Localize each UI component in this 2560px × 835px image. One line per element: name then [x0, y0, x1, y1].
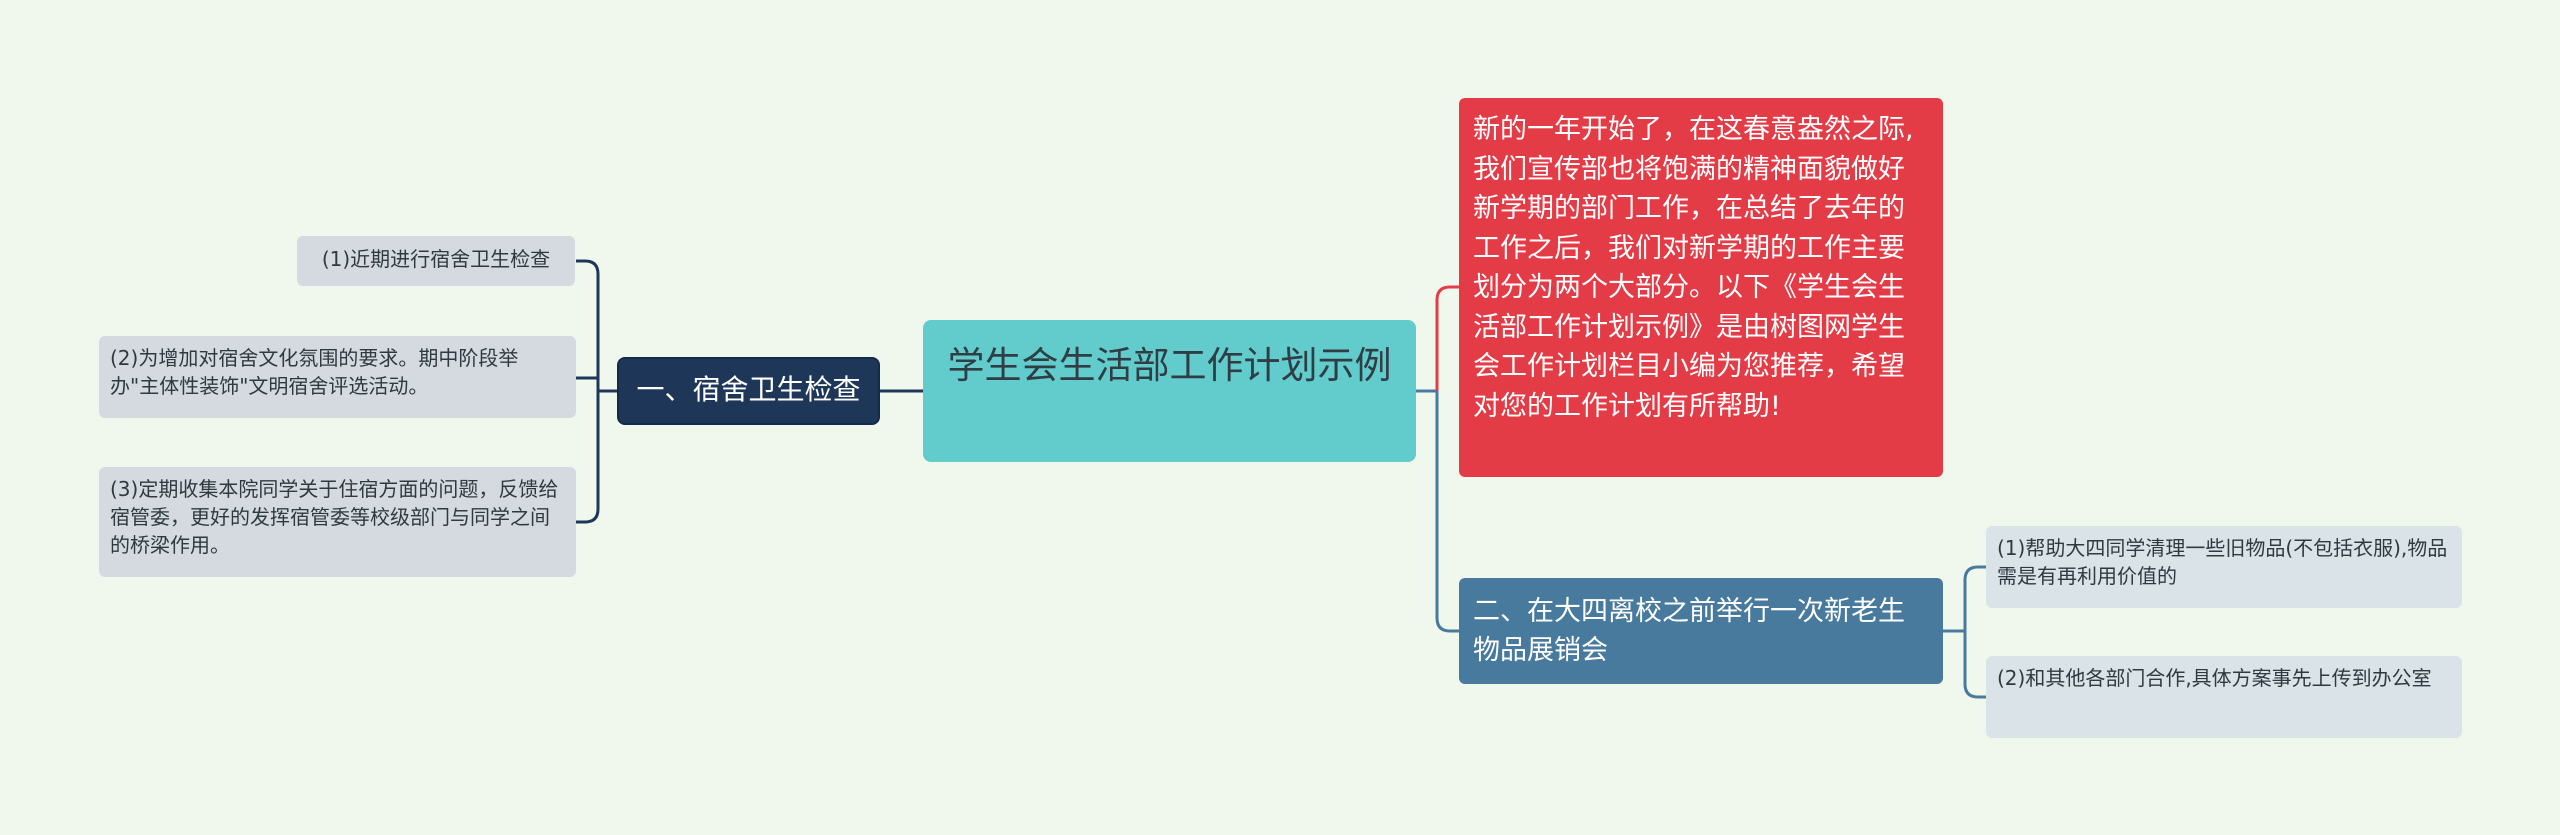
connector-left-leaf3: [576, 391, 600, 524]
leaf-label: (1)近期进行宿舍卫生检查: [321, 247, 551, 271]
branch-dormitory-hygiene[interactable]: 一、宿舍卫生检查: [617, 357, 880, 425]
branch-introduction[interactable]: 新的一年开始了，在这春意盎然之际,我们宣传部也将饱满的精神面貌做好新学期的部门工…: [1459, 98, 1943, 477]
branch-introduction-label: 新的一年开始了，在这春意盎然之际,我们宣传部也将饱满的精神面貌做好新学期的部门工…: [1473, 114, 1914, 422]
leaf-label: (1)帮助大四同学清理一些旧物品(不包括衣服),物品需是有再利用价值的: [1997, 536, 2448, 588]
connector-blue-leaf4: [1943, 565, 1986, 633]
connector-blue-leaf5: [1963, 631, 1986, 699]
branch-goods-sale-label: 二、在大四离校之前举行一次新老生物品展销会: [1473, 596, 1905, 666]
central-topic-label: 学生会生活部工作计划示例: [947, 344, 1392, 387]
connector-left-leaf2: [576, 376, 600, 391]
central-topic[interactable]: 学生会生活部工作计划示例: [923, 320, 1416, 462]
leaf-label: (2)为增加对宿舍文化氛围的要求。期中阶段举办"主体性装饰"文明宿舍评选活动。: [110, 346, 519, 398]
leaf-clean-old-items[interactable]: (1)帮助大四同学清理一些旧物品(不包括衣服),物品需是有再利用价值的: [1986, 526, 2462, 608]
leaf-label: (2)和其他各部门合作,具体方案事先上传到办公室: [1997, 666, 2432, 690]
leaf-feedback-collection[interactable]: (3)定期收集本院同学关于住宿方面的问题，反馈给宿管委，更好的发挥宿管委等校级部…: [99, 467, 576, 577]
connector-left-leaf1: [576, 259, 617, 393]
connector-right-red: [1435, 285, 1459, 391]
leaf-dorm-culture[interactable]: (2)为增加对宿舍文化氛围的要求。期中阶段举办"主体性装饰"文明宿舍评选活动。: [99, 336, 576, 418]
leaf-hygiene-check[interactable]: (1)近期进行宿舍卫生检查: [297, 236, 575, 286]
leaf-label: (3)定期收集本院同学关于住宿方面的问题，反馈给宿管委，更好的发挥宿管委等校级部…: [110, 477, 559, 557]
branch-dormitory-hygiene-label: 一、宿舍卫生检查: [636, 373, 861, 406]
connector-right-blue: [1435, 391, 1459, 633]
leaf-cooperation[interactable]: (2)和其他各部门合作,具体方案事先上传到办公室: [1986, 656, 2462, 738]
branch-goods-sale[interactable]: 二、在大四离校之前举行一次新老生物品展销会: [1459, 578, 1943, 684]
